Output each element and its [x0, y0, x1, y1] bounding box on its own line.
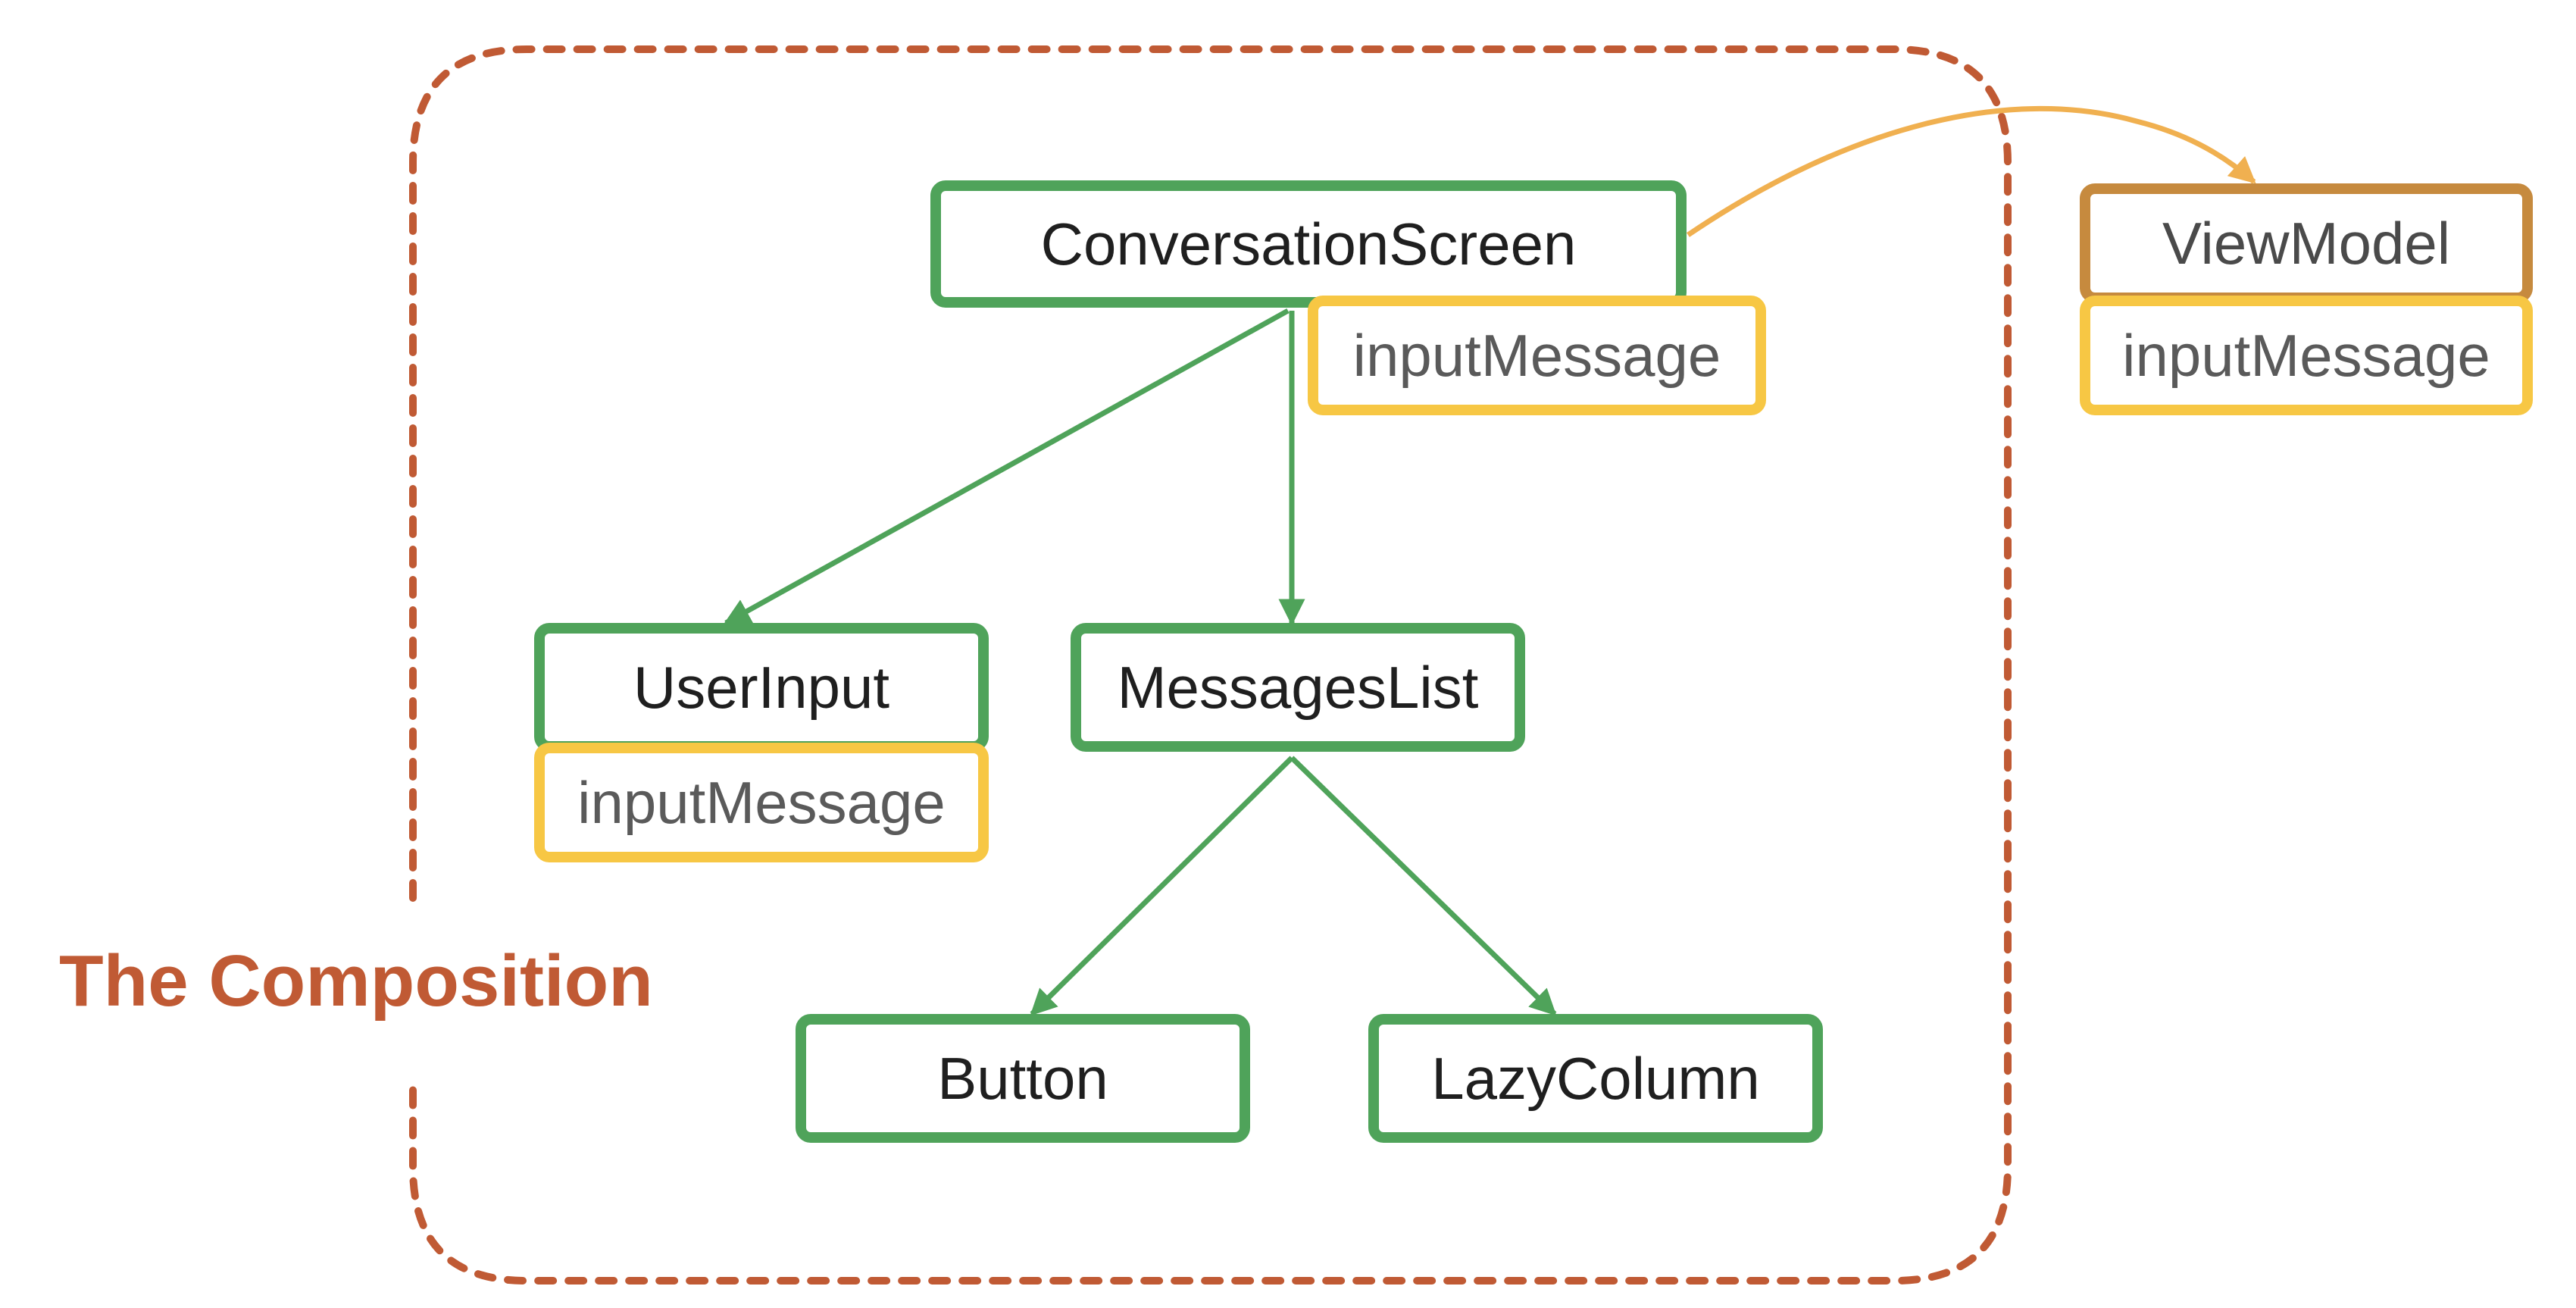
user-input-state: inputMessage — [534, 743, 989, 862]
user-input-node: UserInput — [534, 623, 989, 752]
edge-conversation-to-viewmodel — [1687, 105, 2256, 237]
edge-messageslist-to-lazycolumn — [1290, 756, 1557, 1016]
edge-messageslist-to-button — [1030, 756, 1294, 1016]
composition-boundary — [409, 45, 2012, 1285]
lazy-column-node: LazyColumn — [1368, 1014, 1823, 1143]
composition-label: The Composition — [59, 940, 653, 1022]
button-node: Button — [796, 1014, 1250, 1143]
edge-conversation-to-userinput — [723, 308, 1290, 626]
conversation-screen-state: inputMessage — [1308, 296, 1766, 415]
view-model-node: ViewModel — [2080, 183, 2533, 303]
conversation-screen-node: ConversationScreen — [930, 180, 1687, 308]
messages-list-node: MessagesList — [1071, 623, 1525, 752]
view-model-state: inputMessage — [2080, 296, 2533, 415]
